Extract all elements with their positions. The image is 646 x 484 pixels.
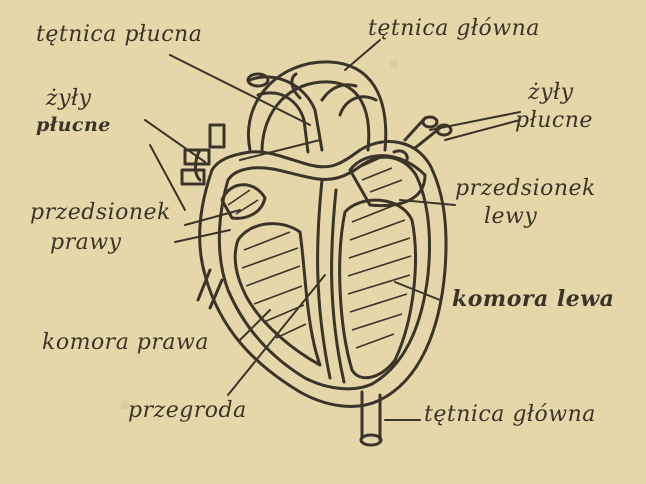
pointer-pulmonary-artery (170, 55, 310, 125)
pointer-ventricle-left (395, 282, 440, 300)
label-atrium-right-1: przedsionek (30, 202, 171, 224)
label-septum: przegroda (128, 400, 247, 422)
label-atrium-right-2: prawy (50, 232, 121, 254)
septum-line (318, 180, 330, 378)
atrium-left-wall (350, 156, 425, 206)
pointer-veins-right (430, 112, 520, 130)
label-ventricle-left: komora lewa (452, 288, 614, 310)
label-ventricle-right: komora prawa (42, 332, 209, 354)
septum-line-2 (332, 190, 344, 382)
ventricle-right-wall (235, 224, 320, 365)
label-atrium-left-2: lewy (484, 206, 537, 228)
aorta-bottom-opening (361, 435, 381, 445)
branch-c (340, 97, 376, 115)
label-aorta-top: tętnica główna (368, 18, 540, 40)
label-atrium-left-1: przedsionek (455, 178, 596, 200)
label-aorta-bottom: tętnica główna (424, 404, 596, 426)
hatch-right-ventricle (242, 232, 306, 338)
label-pulmonary-artery: tętnica płucna (36, 24, 202, 46)
branch-b (322, 85, 356, 100)
pointer-veins-right-2 (445, 120, 520, 140)
vein-stub (182, 170, 204, 184)
pointer-aorta-top (345, 40, 380, 70)
pointer-atrium-left (400, 200, 455, 205)
pointer-atrium-right-2 (175, 230, 230, 242)
pointer-veins-left (145, 120, 205, 162)
vein-stub (210, 125, 224, 147)
hatch-left-ventricle (348, 205, 411, 348)
label-veins-right-1: żyły (528, 82, 574, 104)
label-veins-right-2: płucne (515, 110, 593, 132)
vein-right-opening (423, 117, 437, 127)
label-veins-left-1: żyły (46, 88, 92, 110)
label-veins-left-2: płucne (36, 116, 111, 135)
